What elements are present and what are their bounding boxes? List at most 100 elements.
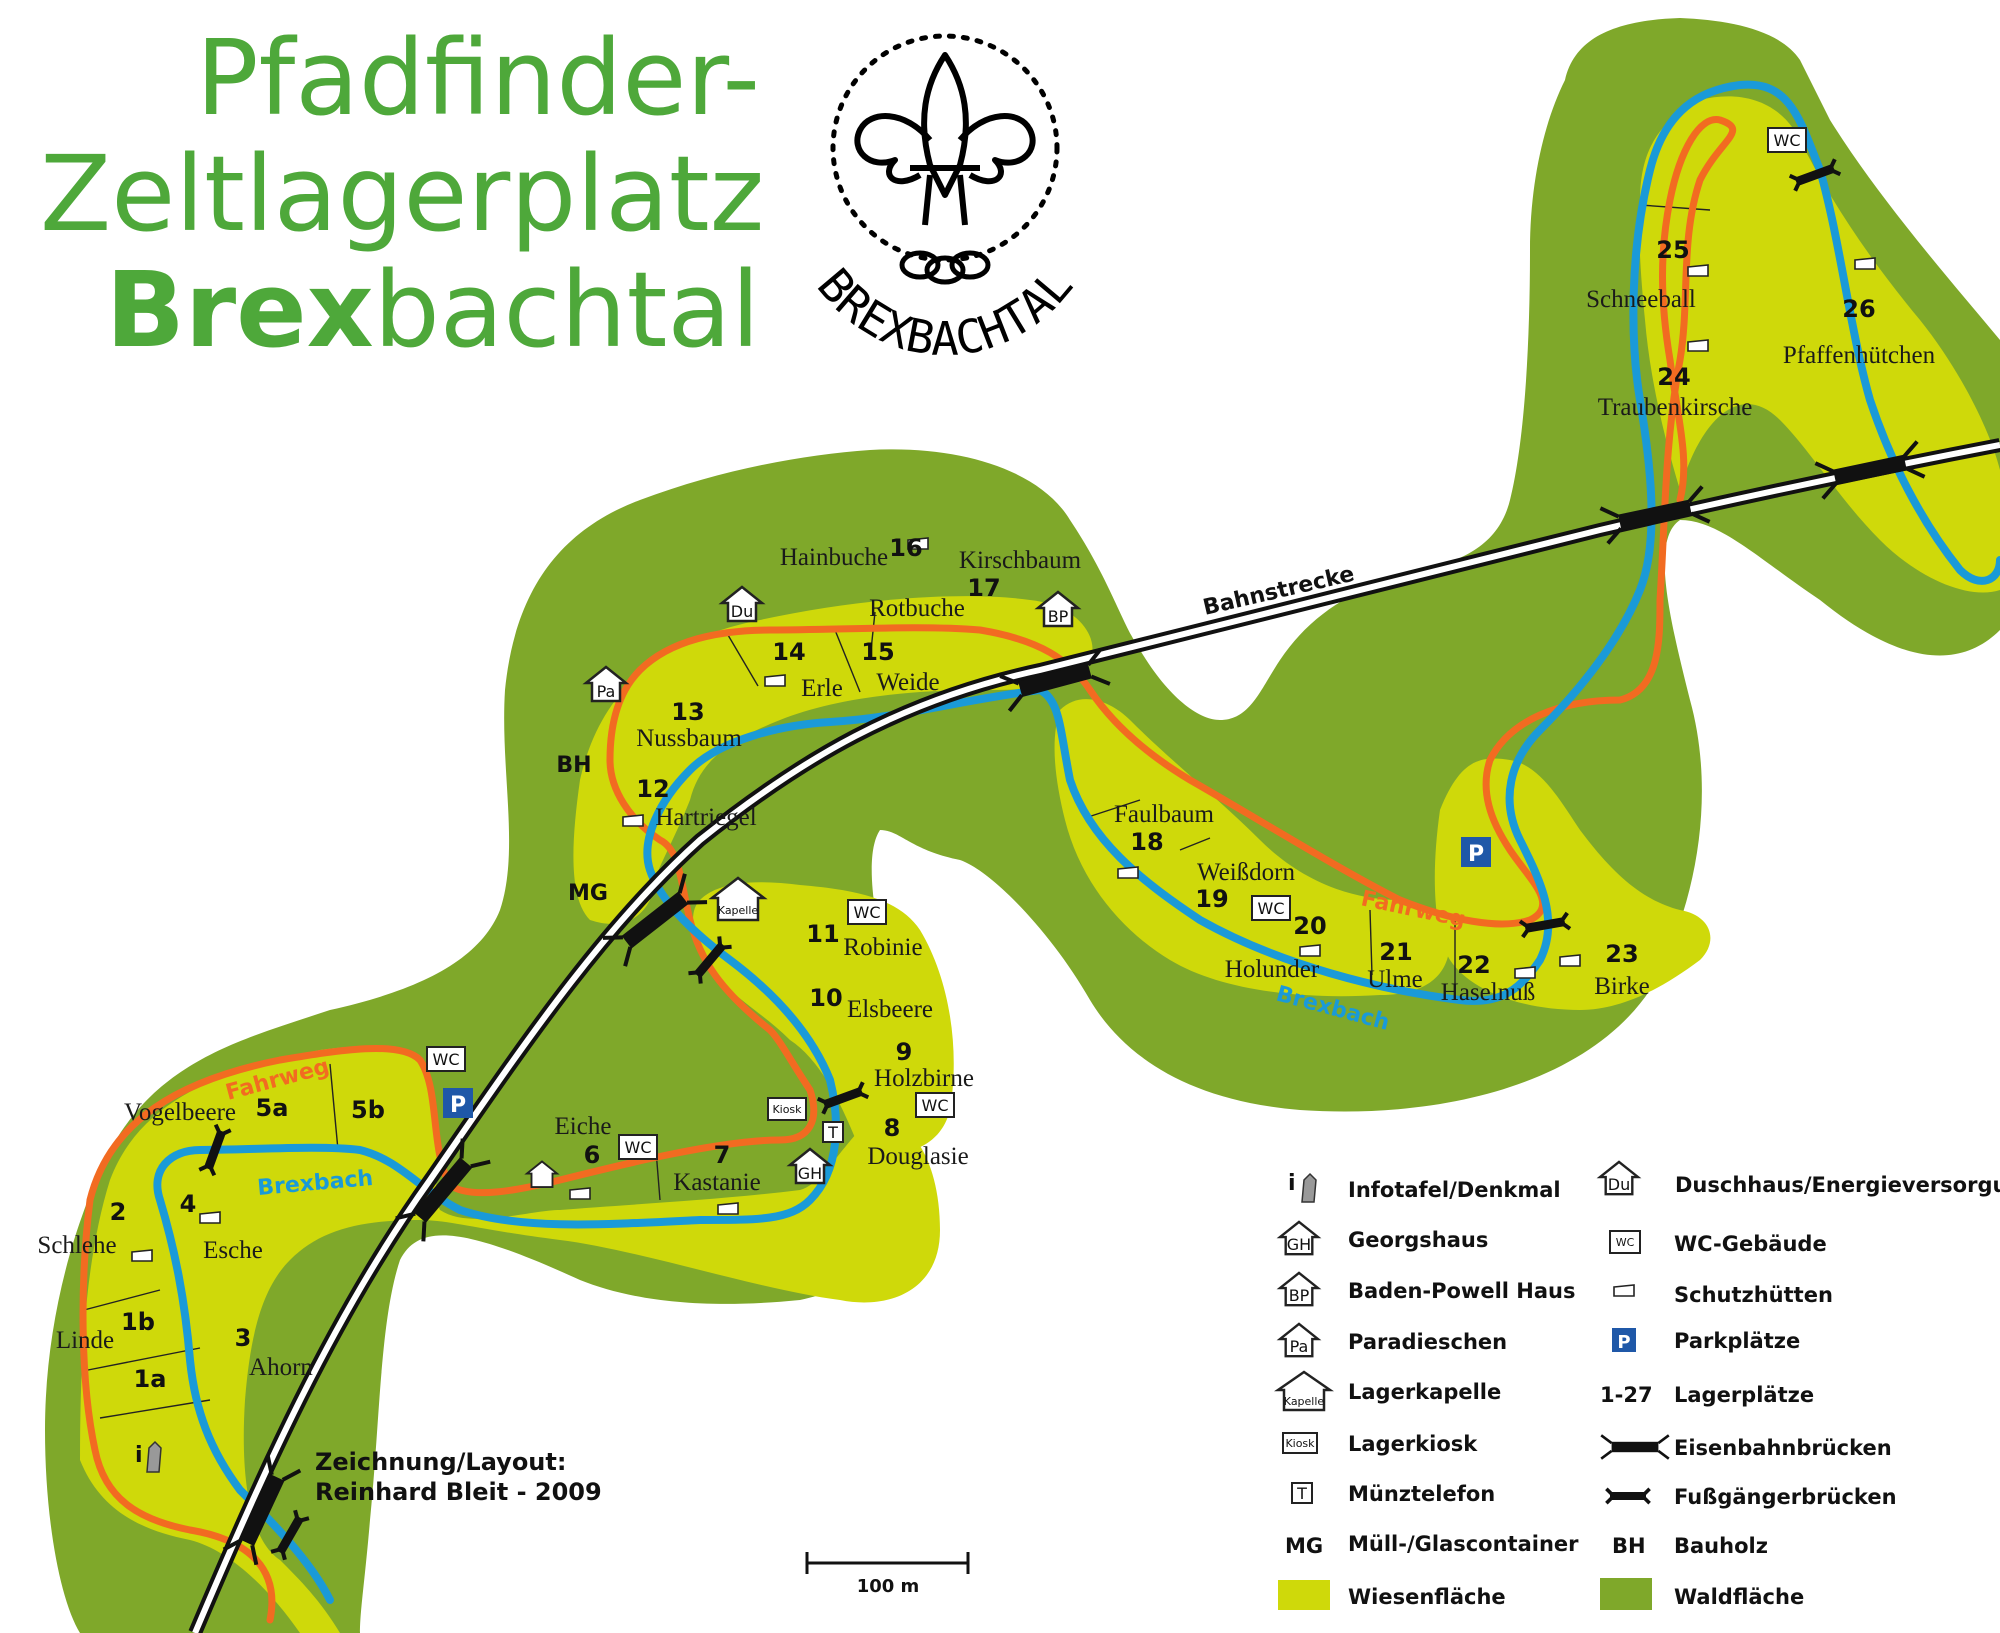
forest-swatch-icon	[1600, 1578, 1652, 1610]
legend-item: Wiesenfläche	[1278, 1580, 1506, 1610]
plot-name: Weißdorn	[1197, 859, 1295, 886]
legend-icon-text: Du	[1608, 1175, 1630, 1194]
legend-item: Schutzhütten	[1613, 1283, 1833, 1307]
phone: T	[822, 1121, 844, 1143]
wc-text: WC	[922, 1096, 949, 1115]
plot-name: Hartriegel	[655, 804, 756, 831]
meadow-swatch-icon	[1278, 1580, 1330, 1610]
footbridge-icon	[1606, 1489, 1649, 1503]
legend-label: Waldfläche	[1674, 1585, 1804, 1609]
plot-name: Holunder	[1225, 956, 1320, 983]
plot-name: Ahorn	[249, 1354, 313, 1381]
legend-col-1: i Infotafel/Denkmal GH Georgshaus BP Bad…	[1273, 1171, 1579, 1610]
legend-icon-text: Kiosk	[1285, 1437, 1315, 1450]
plot-name: Rotbuche	[869, 595, 965, 622]
wc-text: WC	[1774, 131, 1801, 150]
legend-item: P Parkplätze	[1612, 1328, 1800, 1353]
wc-building-icon	[1609, 1230, 1641, 1254]
bp-text: BP	[1048, 607, 1069, 626]
phone-text: T	[827, 1123, 838, 1142]
scale-label: 100 m	[857, 1576, 920, 1597]
legend-label: Infotafel/Denkmal	[1348, 1178, 1561, 1202]
parking: P	[1461, 837, 1491, 867]
parking-icon	[443, 1088, 473, 1118]
legend-icon-text: P	[1617, 1332, 1630, 1353]
wc-building: WC	[1251, 895, 1291, 921]
plot-number: 3	[235, 1324, 252, 1352]
plot-name: Ulme	[1367, 966, 1423, 993]
plot-name: Traubenkirsche	[1598, 394, 1753, 421]
legend-item: T Münztelefon	[1291, 1482, 1495, 1506]
wc-text: WC	[854, 903, 881, 922]
shelter-icon	[1299, 944, 1321, 957]
legend-item: BH Bauholz	[1612, 1534, 1768, 1558]
baden-powell-house: BP	[1036, 590, 1080, 628]
facilities: WC WC WC WC WC WC Du Pa	[135, 127, 1807, 1473]
waste-container-label: MG	[568, 881, 608, 906]
parking: P	[443, 1088, 473, 1118]
wc-building: WC	[847, 899, 887, 925]
legend-label: Münztelefon	[1348, 1482, 1495, 1506]
georgshaus: GH	[788, 1147, 832, 1185]
legend-col-2: Du Duschhaus/Energieversorgung WC WC-Geb…	[1598, 1160, 2000, 1610]
plot-names: Linde Schlehe Ahorn Esche Vogelbeere Eic…	[37, 286, 1935, 1381]
legend-label: Baden-Powell Haus	[1348, 1279, 1575, 1303]
plot-number: 14	[772, 638, 805, 666]
plot-name: Faulbaum	[1114, 801, 1215, 828]
legend-item: Du Duschhaus/Energieversorgung	[1598, 1160, 2000, 1197]
bauholz-label: BH	[556, 753, 591, 778]
legend-item: Pa Paradieschen	[1278, 1322, 1507, 1358]
shelter-icon	[1613, 1284, 1635, 1297]
plot-name: Pfaffenhütchen	[1783, 342, 1936, 369]
legend-icon-text: Kapelle	[1284, 1395, 1325, 1408]
legend-label: Duschhaus/Energieversorgung	[1675, 1173, 2000, 1197]
legend-label: Paradieschen	[1348, 1330, 1507, 1354]
phone-icon	[1291, 1482, 1313, 1504]
legend-icon-text: T	[1296, 1484, 1307, 1503]
paradieschen: Pa	[584, 665, 628, 703]
logo-text: BREXBACHTAL	[807, 258, 1083, 366]
legend-code: MG	[1285, 1534, 1323, 1558]
plot-number: 18	[1130, 828, 1163, 856]
title-line-2: Zeltlagerplatz	[40, 133, 765, 255]
river-brexbach	[153, 80, 2000, 1604]
wc-building: WC	[915, 1092, 955, 1118]
wc-building: WC	[1767, 127, 1807, 153]
title-line-3-bold: Brex	[105, 249, 374, 371]
knot-icon	[899, 250, 991, 285]
wc-text: WC	[625, 1138, 652, 1157]
legend-label: Fußgängerbrücken	[1674, 1485, 1897, 1509]
gh-text: GH	[798, 1164, 822, 1183]
legend-label: Lagerplätze	[1674, 1383, 1814, 1407]
chapel: Kapelle	[708, 876, 768, 922]
plot-number: 4	[180, 1190, 197, 1218]
kiosk-text: Kiosk	[772, 1103, 802, 1116]
plot-numbers: 1a 1b 2 3 4 5a 5b 6 7 8 9 10 11 12 13 14…	[110, 236, 1876, 1393]
legend-item: i Infotafel/Denkmal	[1288, 1171, 1561, 1203]
plot-number: 5b	[351, 1096, 385, 1124]
plot-number: 23	[1605, 940, 1638, 968]
plot-name: Birke	[1594, 973, 1650, 1000]
title-line-3: Brexbachtal	[40, 252, 760, 368]
plot-number: 6	[584, 1141, 601, 1169]
legend-icon-text: BP	[1289, 1286, 1310, 1305]
info-sign-icon	[1301, 1172, 1317, 1203]
plot-name: Schneeball	[1586, 286, 1696, 313]
legend-label: Müll-/Glascontainer	[1348, 1532, 1579, 1556]
legend-icon-text: WC	[1616, 1236, 1635, 1249]
legend-item: Kapelle Lagerkapelle	[1273, 1370, 1501, 1412]
legend-item: 1-27 Lagerplätze	[1600, 1383, 1814, 1407]
shower-house: Du	[720, 585, 764, 623]
plot-number: 21	[1379, 938, 1412, 966]
plot-number: 22	[1457, 951, 1490, 979]
kapelle-text: Kapelle	[718, 904, 759, 917]
shelter-icon	[1117, 866, 1139, 879]
plot-name: Eiche	[555, 1113, 612, 1140]
plot-number: 13	[671, 698, 704, 726]
plot-number: 2	[110, 1198, 127, 1226]
kiosk: Kiosk	[767, 1097, 807, 1121]
legend-label: Lagerkapelle	[1348, 1380, 1501, 1404]
legend-label: Bauholz	[1674, 1534, 1768, 1558]
legend-label: WC-Gebäude	[1674, 1232, 1827, 1256]
